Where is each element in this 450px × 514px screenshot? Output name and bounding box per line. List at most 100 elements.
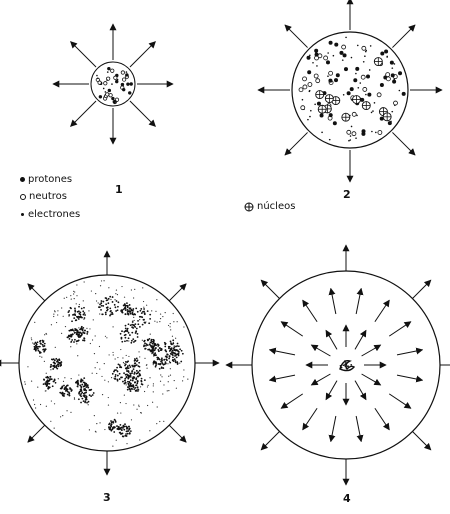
cluster-particle [135, 307, 138, 310]
electron-small-dot-icon [50, 324, 53, 326]
cluster-particle [110, 423, 113, 426]
electron-small-dot-icon [133, 297, 135, 299]
electron-small-dot-icon [321, 131, 323, 134]
cluster-particle [132, 324, 135, 326]
cluster-particle [113, 418, 116, 421]
electron-small-dot-icon [116, 78, 119, 81]
cluster-particle [133, 373, 136, 375]
cluster-particle [100, 308, 102, 311]
proton-dot-icon [306, 55, 311, 60]
cluster-particle [174, 355, 176, 357]
cluster-particle [124, 324, 127, 327]
cluster-particle [110, 421, 113, 424]
electron-small-dot-icon [130, 419, 133, 421]
proton-dot-icon [392, 79, 397, 84]
cluster-particle [104, 311, 107, 314]
cluster-particle [99, 303, 101, 306]
electron-small-dot-icon [115, 289, 118, 291]
cluster-particle [86, 333, 89, 335]
cluster-particle [109, 307, 112, 310]
cluster-particle [136, 386, 139, 389]
cluster-particle [118, 431, 121, 434]
cluster-particle [164, 345, 167, 348]
cluster-particle [109, 428, 112, 431]
cluster-particle [124, 381, 127, 384]
cluster-particle [131, 372, 133, 374]
cluster-particle [61, 386, 63, 389]
cluster-particle [143, 379, 146, 382]
electron-small-dot-icon [96, 361, 98, 364]
electron-small-dot-icon [114, 358, 116, 360]
electron-small-dot-icon [393, 78, 396, 81]
electron-small-dot-icon [62, 380, 65, 382]
cluster-particle [157, 348, 160, 351]
electron-small-dot-icon [301, 98, 304, 101]
electron-small-dot-icon [123, 394, 125, 396]
electron-small-dot-icon [107, 381, 109, 383]
cluster-particle [172, 351, 175, 354]
cluster-particle [116, 425, 118, 427]
matter-cluster [149, 343, 163, 357]
cluster-particle [138, 369, 141, 372]
cluster-particle [125, 425, 127, 428]
neutron-ring-icon [103, 81, 108, 86]
cluster-particle [140, 377, 143, 380]
cluster-particle [135, 330, 138, 333]
cluster-particle [152, 347, 155, 350]
cluster-particle [152, 362, 155, 365]
cluster-particle [85, 382, 88, 385]
electron-small-dot-icon [50, 369, 52, 371]
electron-small-dot-icon [96, 372, 98, 375]
cluster-particle [128, 432, 131, 434]
cluster-particle [68, 334, 71, 337]
cluster-particle [163, 358, 166, 361]
electron-small-dot-icon [156, 321, 158, 323]
cluster-particle [125, 435, 127, 437]
electron-small-dot-icon [391, 110, 394, 113]
cluster-particle [33, 343, 36, 345]
cluster-particle [115, 369, 117, 371]
cluster-particle [153, 360, 156, 363]
cluster-particle [146, 338, 149, 341]
electron-small-dot-icon [364, 55, 366, 58]
cluster-particle [56, 363, 59, 366]
electron-small-dot-icon [27, 366, 29, 368]
cluster-particle [54, 362, 56, 365]
electron-small-dot-icon [160, 374, 162, 376]
electron-small-dot-icon [133, 319, 135, 322]
electron-small-dot-icon [138, 405, 140, 408]
cluster-particle [70, 340, 73, 343]
cluster-particle [120, 376, 122, 379]
cluster-particle [126, 302, 128, 304]
cluster-particle [177, 354, 180, 357]
proton-dot-icon [314, 48, 319, 53]
cluster-particle [83, 339, 86, 342]
electron-small-dot-icon [116, 412, 119, 414]
cluster-particle [126, 365, 129, 368]
cluster-particle [158, 358, 161, 361]
cluster-particle [170, 343, 173, 346]
central-swirl [339, 359, 356, 372]
electron-small-dot-icon [50, 400, 52, 402]
cluster-particle [88, 394, 91, 397]
cluster-particle [82, 310, 85, 313]
legend-protons-label: protones [28, 174, 73, 185]
cluster-particle [121, 330, 123, 333]
matter-cluster [152, 356, 167, 370]
cluster-particle [127, 386, 129, 389]
electron-small-dot-icon [159, 420, 161, 423]
electron-small-dot-icon [76, 295, 78, 297]
cluster-particle [119, 365, 122, 368]
cluster-particle [58, 358, 61, 361]
matter-cluster [70, 325, 89, 343]
electron-small-dot-icon [116, 294, 119, 296]
cluster-particle [84, 314, 87, 316]
cluster-particle [129, 312, 132, 315]
electron-small-dot-icon [309, 115, 311, 118]
cluster-particle [79, 313, 82, 316]
proton-dot-icon [122, 87, 126, 92]
arrow-icon [268, 374, 296, 383]
electron-small-dot-icon [94, 335, 96, 337]
proton-dot-icon [112, 100, 117, 104]
